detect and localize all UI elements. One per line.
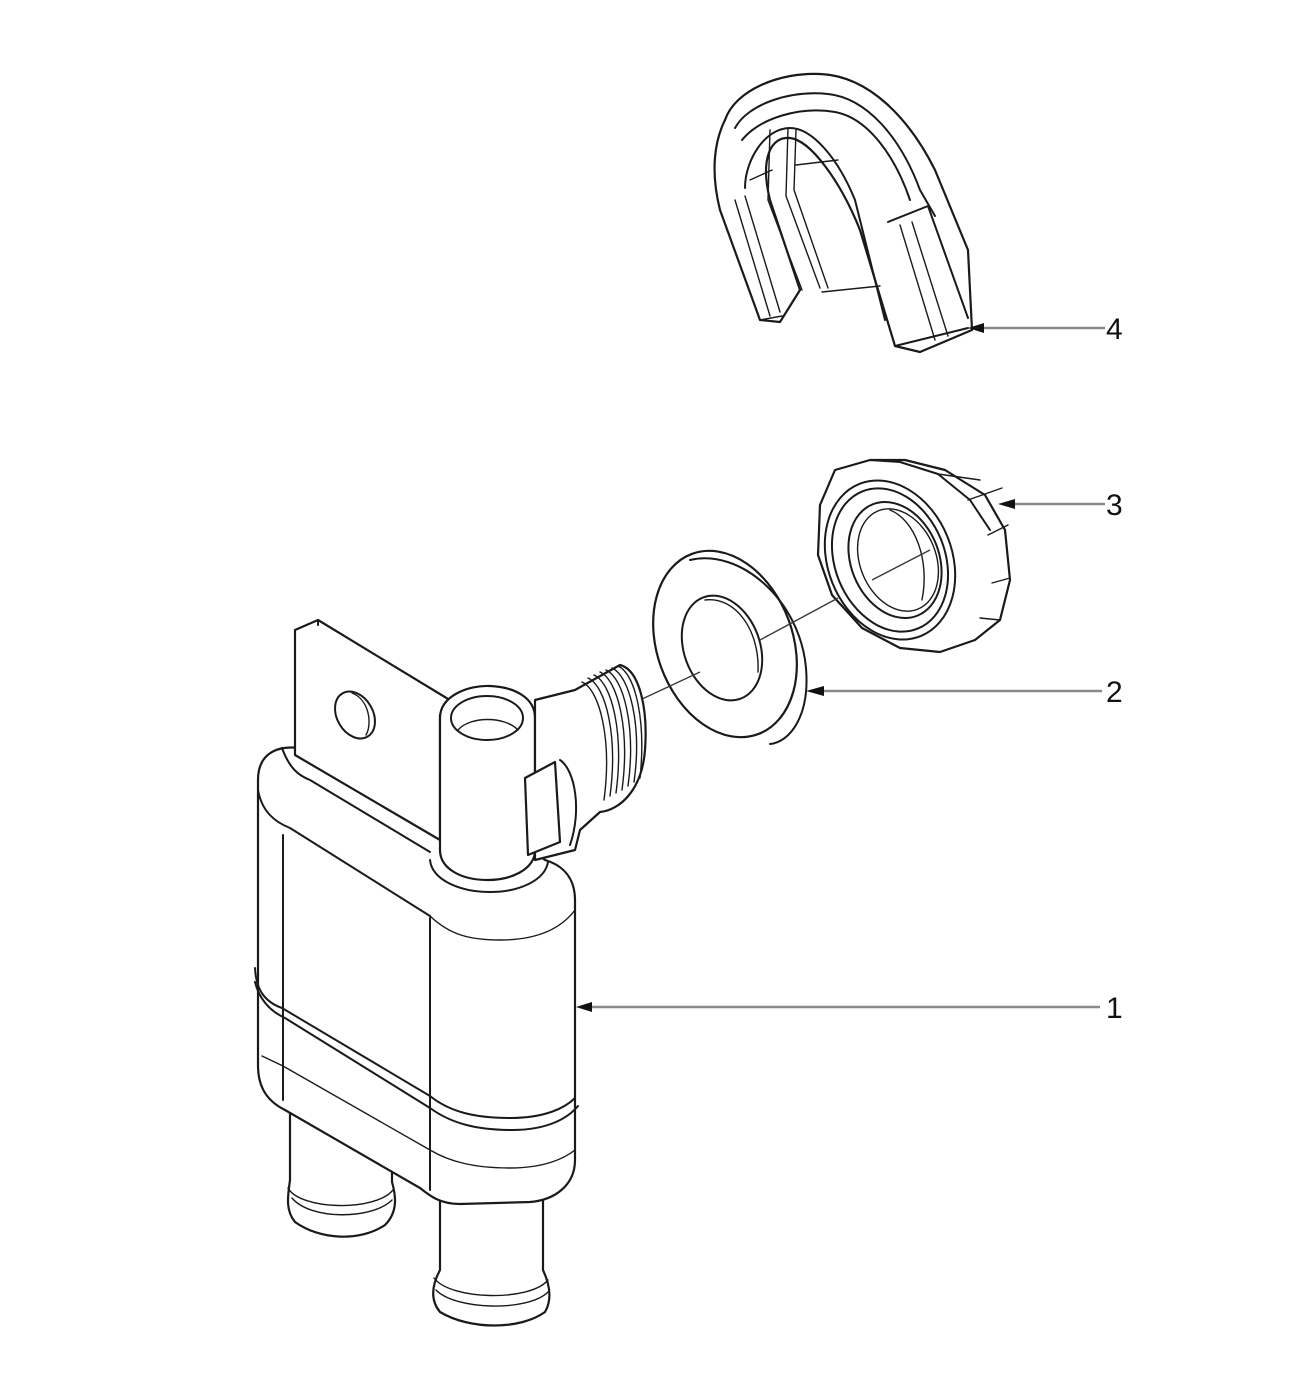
assembly-axis-line — [639, 549, 931, 701]
part-nut — [816, 458, 1012, 654]
callout-leader-4 — [968, 323, 1105, 333]
callout-label-2: 2 — [1106, 676, 1123, 709]
part-valve-body — [254, 618, 647, 1327]
callout-leader-3 — [998, 499, 1105, 509]
callout-leader-1 — [576, 1002, 1100, 1012]
part-washer — [652, 549, 808, 745]
callout-label-1: 1 — [1106, 992, 1123, 1025]
callout-label-3: 3 — [1106, 489, 1123, 522]
callout-label-4: 4 — [1106, 313, 1123, 346]
part-u-clip — [713, 72, 974, 354]
callout-leader-2 — [806, 686, 1102, 696]
